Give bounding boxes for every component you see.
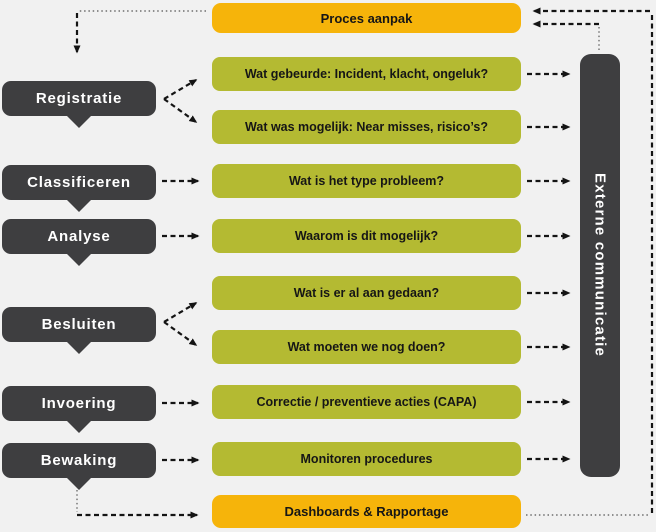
arrow-besluiten-to-q6 bbox=[163, 321, 198, 346]
question-label: Wat was mogelijk: Near misses, risico’s? bbox=[245, 120, 488, 134]
stage-box-registratie: Registratie bbox=[2, 81, 156, 116]
dashboards-label: Dashboards & Rapportage bbox=[284, 504, 449, 519]
dashboards-banner: Dashboards & Rapportage bbox=[212, 495, 521, 528]
stage-box-besluiten: Besluiten bbox=[2, 307, 156, 342]
stage-box-analyse: Analyse bbox=[2, 219, 156, 254]
stage-label-besluiten: Besluiten bbox=[41, 316, 117, 333]
question-box-wat-gebeurde: Wat gebeurde: Incident, klacht, ongeluk? bbox=[212, 57, 521, 91]
question-label: Monitoren procedures bbox=[300, 452, 433, 466]
stage-label-registratie: Registratie bbox=[35, 90, 123, 107]
question-label: Wat is het type probleem? bbox=[288, 174, 445, 188]
stage-label-invoering: Invoering bbox=[41, 395, 117, 412]
process-approach-banner: Proces aanpak bbox=[212, 3, 521, 33]
externe-communicatie-label: Externe communicatie bbox=[591, 173, 609, 358]
question-label: Wat moeten we nog doen? bbox=[287, 340, 446, 354]
question-box-type-probleem: Wat is het type probleem? bbox=[212, 164, 521, 198]
stage-box-classificeren: Classificeren bbox=[2, 165, 156, 200]
arrow-besluiten-to-q5 bbox=[163, 302, 198, 323]
stage-label-bewaking: Bewaking bbox=[40, 452, 118, 469]
question-box-waarom-mogelijk: Waarom is dit mogelijk? bbox=[212, 219, 521, 253]
question-box-wat-was-mogelijk: Wat was mogelijk: Near misses, risico’s? bbox=[212, 110, 521, 144]
question-box-monitoren: Monitoren procedures bbox=[212, 442, 521, 476]
question-box-al-aan-gedaan: Wat is er al aan gedaan? bbox=[212, 276, 521, 310]
arrow-registratie-to-q1 bbox=[163, 79, 198, 100]
arrow-registratie-to-q2 bbox=[163, 98, 198, 123]
stage-box-bewaking: Bewaking bbox=[2, 443, 156, 478]
question-label: Wat is er al aan gedaan? bbox=[293, 286, 440, 300]
process-approach-label: Proces aanpak bbox=[320, 10, 413, 26]
question-label: Wat gebeurde: Incident, klacht, ongeluk? bbox=[244, 67, 489, 81]
question-box-nog-doen: Wat moeten we nog doen? bbox=[212, 330, 521, 364]
externe-communicatie-bar: Externe communicatie bbox=[580, 54, 620, 477]
stage-label-analyse: Analyse bbox=[47, 228, 111, 245]
stage-label-classificeren: Classificeren bbox=[27, 174, 131, 191]
question-label: Correctie / preventieve acties (CAPA) bbox=[256, 395, 477, 409]
question-box-capa: Correctie / preventieve acties (CAPA) bbox=[212, 385, 521, 419]
question-label: Waarom is dit mogelijk? bbox=[294, 229, 439, 243]
stage-box-invoering: Invoering bbox=[2, 386, 156, 421]
